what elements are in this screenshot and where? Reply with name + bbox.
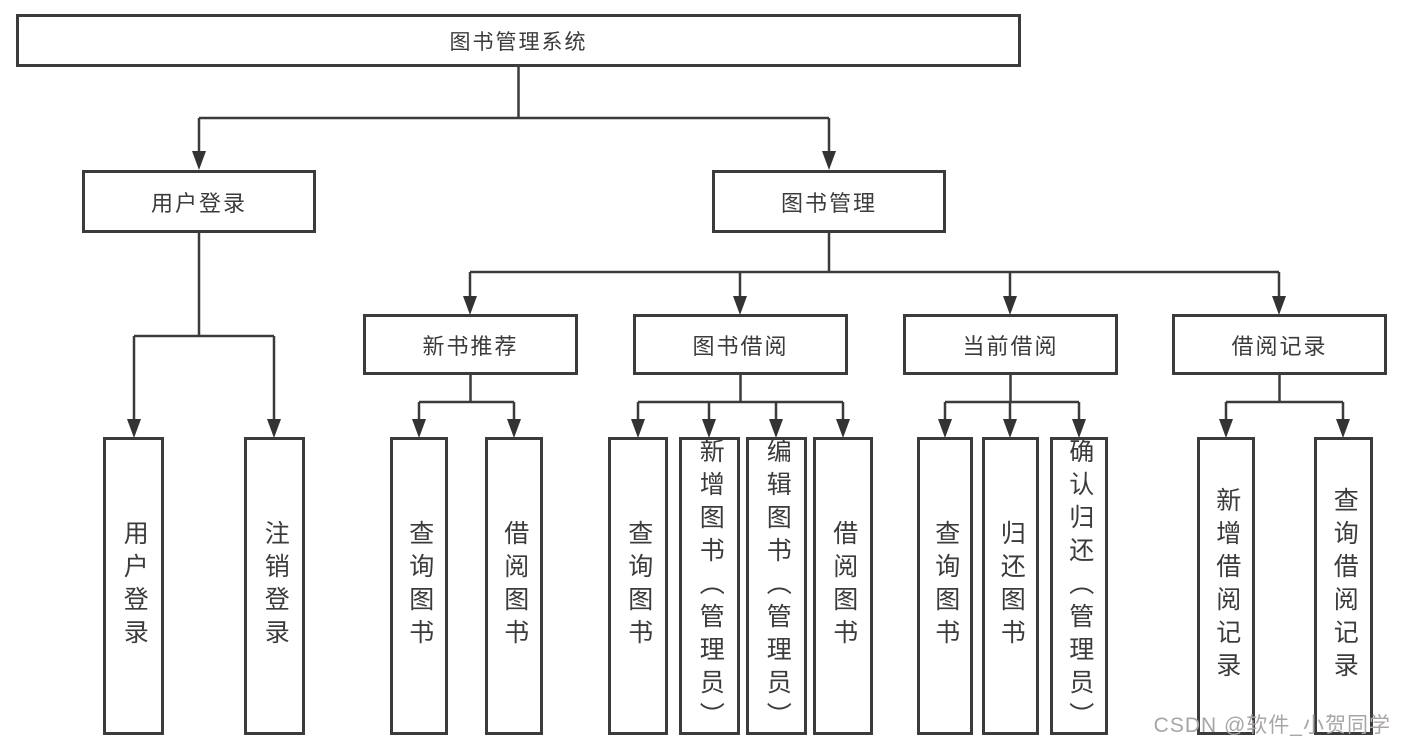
node-label: 确认归还（管理员） (1065, 437, 1094, 735)
node-label: 用户登录 (150, 190, 247, 216)
node-label: 查询图书 (931, 520, 960, 652)
node-label: 新增图书（管理员） (696, 437, 725, 735)
node-leaf-records-query-record: 查询借阅记录 (1314, 437, 1373, 735)
node-label: 新书推荐 (422, 333, 519, 359)
node-label: 借阅图书 (500, 520, 529, 652)
node-user-login: 用户登录 (82, 170, 316, 233)
node-leaf-borrow-query-books: 查询图书 (608, 437, 668, 735)
node-book-management: 图书管理 (712, 170, 946, 233)
node-label: 图书管理 (780, 190, 877, 216)
node-label: 编辑图书（管理员） (763, 437, 792, 735)
node-label: 查询图书 (405, 520, 434, 652)
node-new-book-recommend: 新书推荐 (363, 314, 578, 375)
node-leaf-current-query-books: 查询图书 (917, 437, 973, 735)
watermark-text: CSDN @软件_小贺同学 (1153, 714, 1391, 737)
node-label: 当前借阅 (962, 333, 1059, 359)
node-current-borrowing: 当前借阅 (903, 314, 1118, 375)
node-label: 用户登录 (120, 520, 149, 652)
node-label: 借阅记录 (1231, 333, 1328, 359)
node-leaf-borrow-edit-books-admin: 编辑图书（管理员） (746, 437, 807, 735)
node-leaf-logout: 注销登录 (244, 437, 305, 735)
node-label: 注销登录 (261, 520, 290, 652)
node-label: 查询借阅记录 (1330, 487, 1359, 685)
node-book-borrowing: 图书借阅 (633, 314, 848, 375)
node-leaf-newbook-query-books: 查询图书 (390, 437, 448, 735)
node-label: 图书管理系统 (449, 30, 588, 54)
node-leaf-current-return-books: 归还图书 (982, 437, 1039, 735)
node-leaf-user-login: 用户登录 (103, 437, 164, 735)
node-label: 查询图书 (624, 520, 653, 652)
node-library-system: 图书管理系统 (16, 14, 1021, 67)
node-leaf-newbook-borrow-books: 借阅图书 (485, 437, 543, 735)
node-leaf-records-add-record: 新增借阅记录 (1197, 437, 1255, 735)
node-label: 图书借阅 (692, 333, 789, 359)
node-leaf-borrow-borrow-books: 借阅图书 (813, 437, 873, 735)
node-leaf-borrow-add-books-admin: 新增图书（管理员） (679, 437, 740, 735)
node-leaf-current-confirm-return-admin: 确认归还（管理员） (1050, 437, 1108, 735)
node-label: 归还图书 (997, 520, 1026, 652)
node-borrowing-records: 借阅记录 (1172, 314, 1387, 375)
node-label: 借阅图书 (829, 520, 858, 652)
node-label: 新增借阅记录 (1212, 487, 1241, 685)
